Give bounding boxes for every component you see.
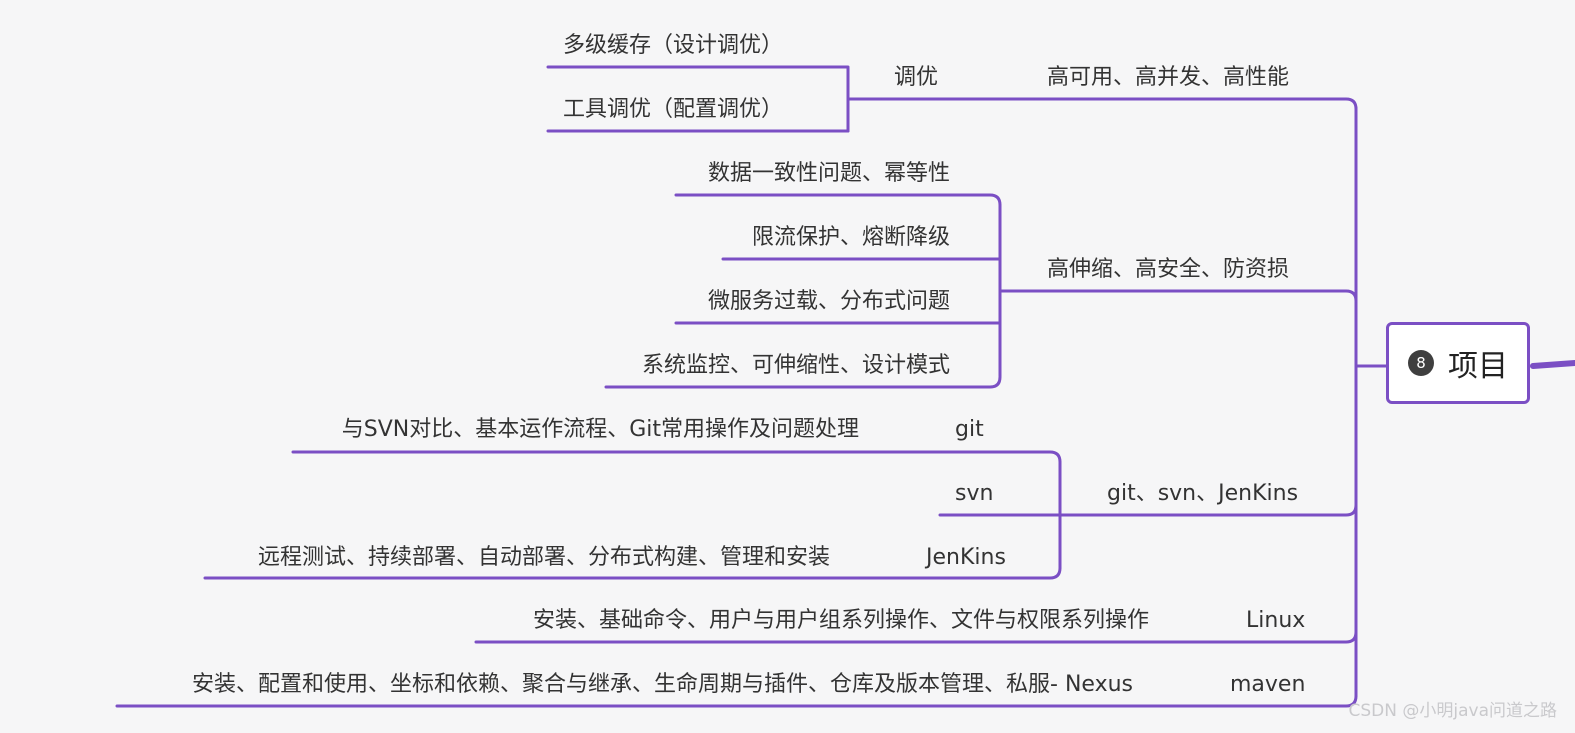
git-underline bbox=[938, 450, 1062, 464]
high-availability-connector bbox=[1031, 97, 1358, 111]
node-rate-limiting[interactable]: 限流保护、熔断降级 bbox=[751, 225, 950, 250]
node-git[interactable]: git bbox=[955, 417, 984, 442]
root-node[interactable]: 8 项目 bbox=[1386, 322, 1530, 404]
root-outgoing-connector bbox=[1530, 360, 1575, 369]
node-maven-detail[interactable]: 安装、配置和使用、坐标和依赖、聚合与继承、生命周期与插件、仓库及版本管理、私服-… bbox=[192, 672, 1133, 697]
maven-underline bbox=[1214, 694, 1358, 708]
node-tool-tuning[interactable]: 工具调优（配置调优） bbox=[563, 97, 784, 122]
vcs-connector bbox=[1058, 503, 1358, 517]
node-vcs[interactable]: git、svn、JenKins bbox=[1107, 481, 1299, 506]
node-svn[interactable]: svn bbox=[955, 481, 994, 506]
node-linux-detail[interactable]: 安装、基础命令、用户与用户组系列操作、文件与权限系列操作 bbox=[532, 608, 1149, 633]
jenkins-underline bbox=[856, 566, 1062, 580]
node-high-scalability[interactable]: 高伸缩、高安全、防资损 bbox=[1047, 257, 1290, 282]
node-linux[interactable]: Linux bbox=[1246, 608, 1306, 633]
monitoring-underline bbox=[604, 375, 1002, 389]
linux-underline bbox=[1206, 630, 1358, 644]
csdn-watermark: CSDN @小明java问道之路 bbox=[1348, 701, 1558, 721]
node-monitoring[interactable]: 系统监控、可伸缩性、设计模式 bbox=[641, 353, 950, 378]
high-scalability-connector bbox=[998, 289, 1358, 303]
node-multi-cache[interactable]: 多级缓存（设计调优） bbox=[563, 33, 784, 58]
node-high-availability[interactable]: 高可用、高并发、高性能 bbox=[1047, 65, 1290, 90]
node-maven[interactable]: maven bbox=[1230, 672, 1306, 697]
root-label: 项目 bbox=[1448, 349, 1508, 384]
priority-badge: 8 bbox=[1408, 350, 1434, 376]
node-microservice[interactable]: 微服务过载、分布式问题 bbox=[707, 289, 950, 314]
node-jenkins[interactable]: JenKins bbox=[926, 545, 1006, 570]
node-git-detail[interactable]: 与SVN对比、基本运作流程、Git常用操作及问题处理 bbox=[341, 417, 859, 442]
data-consistency-underline bbox=[674, 193, 1002, 207]
node-tuning[interactable]: 调优 bbox=[894, 65, 939, 90]
node-jenkins-detail[interactable]: 远程测试、持续部署、自动部署、分布式构建、管理和安装 bbox=[257, 545, 830, 570]
node-data-consistency[interactable]: 数据一致性问题、幂等性 bbox=[707, 161, 950, 186]
